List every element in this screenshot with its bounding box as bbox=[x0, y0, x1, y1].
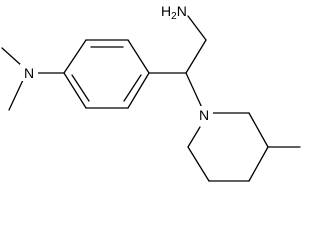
bond-ring-3 bbox=[127, 39, 150, 74]
bond-pip-3 bbox=[248, 146, 269, 182]
bond-methyl-b bbox=[8, 79, 24, 111]
bond-ring-double-left bbox=[71, 74, 90, 102]
bond-ring-1 bbox=[63, 39, 87, 74]
atom-label-dimethylamino-n: N bbox=[24, 65, 34, 81]
atom-label-amine-h-count: 2 bbox=[171, 11, 177, 22]
atom-label-amine-n-symbol: N bbox=[177, 3, 187, 19]
bond-pip-5 bbox=[187, 146, 210, 182]
bond-pip-2 bbox=[248, 112, 269, 148]
bond-ring-4 bbox=[127, 72, 150, 109]
bond-ch-ch2 bbox=[185, 39, 207, 74]
bond-ring-6 bbox=[63, 72, 87, 109]
bond-ch-piperidine-n bbox=[185, 72, 204, 111]
molecule-structure: N H2N N bbox=[1, 3, 301, 182]
atom-label-amine-h: H bbox=[161, 3, 171, 19]
bond-ch2-nh2 bbox=[187, 15, 207, 41]
bond-methyl-a bbox=[1, 47, 23, 67]
bond-ring-double-right bbox=[123, 74, 142, 102]
atom-label-amine-n: H2N bbox=[161, 3, 187, 22]
atom-label-piperidine-n: N bbox=[199, 107, 209, 123]
bond-pip-6 bbox=[187, 126, 201, 148]
